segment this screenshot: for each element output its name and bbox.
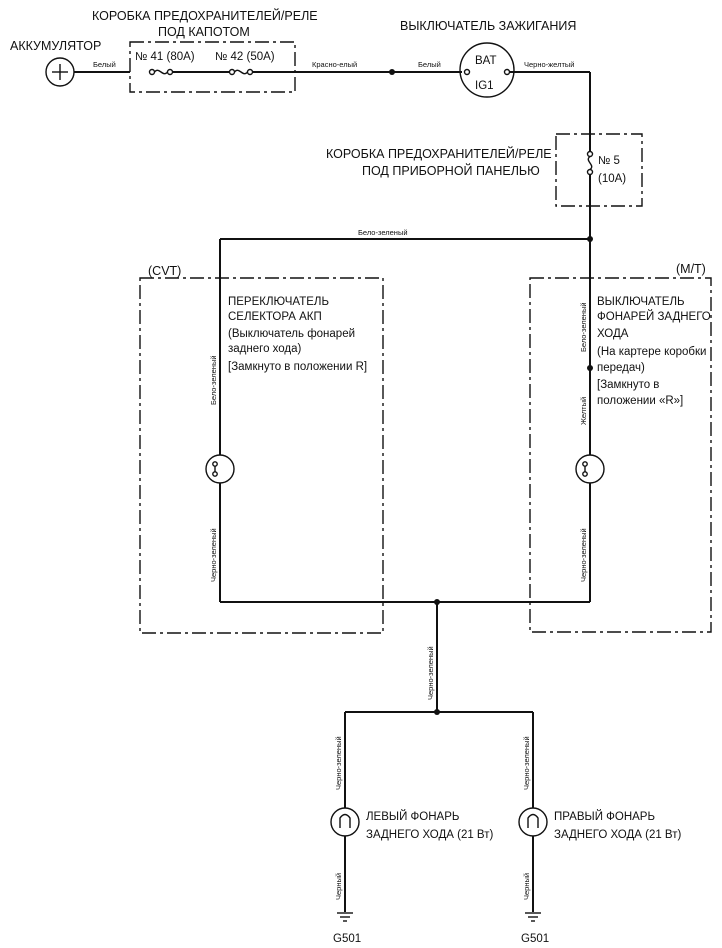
cvt-line-4: заднего хода) — [228, 343, 302, 355]
mt-line-3: ХОДА — [597, 328, 629, 340]
mt-line-5: передач) — [597, 362, 645, 374]
fuse-41-symbol — [148, 68, 174, 76]
right-ground-icon — [525, 912, 541, 922]
cvt-tag: (CVT) — [148, 264, 181, 278]
mt-line-6: [Замкнуто в — [597, 379, 659, 391]
fuse-5-symbol — [586, 150, 594, 176]
cvt-switch-symbol — [205, 454, 235, 484]
hood-fusebox-outline — [129, 41, 296, 93]
right-ground-label: G501 — [521, 933, 549, 945]
battery-symbol — [45, 57, 75, 87]
wire-label-white-green-cvt: Бело-зеленый — [209, 355, 218, 405]
fuse-5-number: № 5 — [598, 155, 620, 167]
fuse-42-symbol — [228, 68, 254, 76]
wire-label-yellow-mt: Желтый — [579, 397, 588, 425]
right-lamp-symbol — [518, 807, 548, 837]
wire-label-white-green-top: Бело-зеленый — [358, 228, 408, 237]
mt-switch-symbol — [575, 454, 605, 484]
wire-label-black-green-mt: Черно-зеленый — [579, 528, 588, 582]
fuse-42-label: № 42 (50А) — [215, 51, 275, 63]
wire-label-black-right: Черный — [522, 873, 531, 900]
left-lamp-line-2: ЗАДНЕГО ХОДА (21 Вт) — [366, 829, 493, 841]
cvt-line-5: [Замкнуто в положении R] — [228, 361, 367, 373]
junction-dot — [587, 365, 593, 371]
ignition-bat-label: BAT — [475, 55, 497, 67]
dash-fusebox-title-2: ПОД ПРИБОРНОЙ ПАНЕЛЬЮ — [362, 163, 540, 178]
wire-label-red-white: Красно-елый — [312, 60, 357, 69]
left-lamp-line-1: ЛЕВЫЙ ФОНАРЬ — [366, 810, 459, 823]
wire-label-black-green-cvt: Черно-зеленый — [209, 528, 218, 582]
ignition-switch-symbol — [459, 42, 515, 98]
mt-line-7: положении «R»] — [597, 395, 683, 407]
mt-tag: (M/T) — [676, 262, 706, 276]
right-lamp-line-1: ПРАВЫЙ ФОНАРЬ — [554, 810, 655, 823]
cvt-line-3: (Выключатель фонарей — [228, 328, 355, 340]
wire-label-white-green-mt: Бело-зеленый — [579, 302, 588, 352]
wire-label-black-green-left: Черно-зеленый — [334, 736, 343, 790]
wire-label-black-green-right: Черно-зеленый — [522, 736, 531, 790]
cvt-line-2: СЕЛЕКТОРА АКП — [228, 311, 322, 323]
junction-dot — [389, 69, 395, 75]
left-ground-label: G501 — [333, 933, 361, 945]
mt-line-1: ВЫКЛЮЧАТЕЛЬ — [597, 296, 685, 308]
hood-fusebox-title-1: КОРОБКА ПРЕДОХРАНИТЕЛЕЙ/РЕЛЕ — [92, 8, 318, 23]
dash-fusebox-title-1: КОРОБКА ПРЕДОХРАНИТЕЛЕЙ/РЕЛЕ — [326, 146, 552, 161]
fuse-5-amp: (10А) — [598, 173, 626, 185]
wire-label-black-yellow: Черно-желтый — [524, 60, 574, 69]
ignition-ig1-label: IG1 — [475, 80, 494, 92]
left-lamp-symbol — [330, 807, 360, 837]
hood-fusebox-title-2: ПОД КАПОТОМ — [158, 25, 250, 39]
right-lamp-line-2: ЗАДНЕГО ХОДА (21 Вт) — [554, 829, 681, 841]
cvt-outline — [139, 277, 384, 634]
left-ground-icon — [337, 912, 353, 922]
ignition-switch-title: ВЫКЛЮЧАТЕЛЬ ЗАЖИГАНИЯ — [400, 19, 576, 33]
mt-line-2: ФОНАРЕЙ ЗАДНЕГО — [597, 310, 711, 323]
wire-label-white-1: Белый — [93, 60, 116, 69]
wire-label-white-2: Белый — [418, 60, 441, 69]
battery-label: АККУМУЛЯТОР — [10, 39, 101, 53]
cvt-line-1: ПЕРЕКЛЮЧАТЕЛЬ — [228, 296, 329, 308]
mt-line-4: (На картере коробки — [597, 346, 706, 358]
mt-outline — [529, 277, 712, 633]
wire-label-black-left: Черный — [334, 873, 343, 900]
fuse-41-label: № 41 (80А) — [135, 51, 195, 63]
dash-fusebox-outline — [555, 133, 643, 207]
wire-label-black-green-main: Черно-зеленый — [426, 646, 435, 700]
